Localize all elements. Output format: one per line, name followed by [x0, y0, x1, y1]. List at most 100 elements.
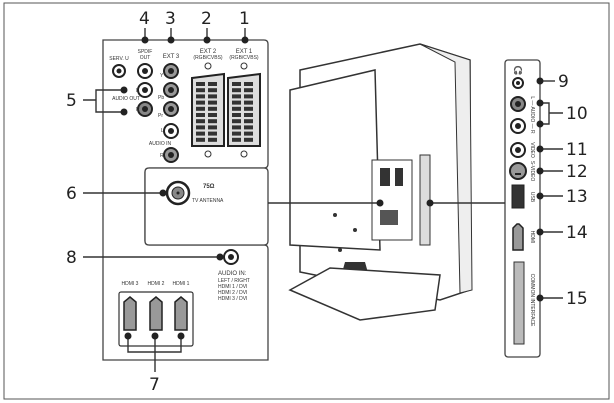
scart-pin [232, 82, 241, 86]
callout-10: 10 [566, 104, 588, 124]
audio-in-l-jack [163, 123, 179, 139]
common-interface-slot [513, 261, 525, 345]
scart-pin [244, 82, 253, 86]
antenna-ohm-label: 75Ω [203, 184, 215, 190]
hdmi3-label: HDMI 3 [122, 281, 139, 287]
scart-pin [244, 131, 253, 136]
ext2-sub-label: (RGB/CVBS) [193, 55, 223, 61]
scart-pin [244, 94, 253, 99]
side-hdmi-port [512, 223, 524, 251]
scart-pin [232, 88, 241, 93]
hdmi-group-box [118, 291, 194, 347]
callout-8: 8 [66, 248, 77, 268]
serv-u-label: SERV. U [109, 56, 129, 62]
scart-pin [208, 125, 217, 130]
side-hdmi-label: HDMI [529, 231, 535, 244]
callout-6: 6 [66, 184, 77, 204]
scart-pin [244, 125, 253, 130]
callout-5: 5 [66, 91, 77, 111]
side-video-jack [510, 142, 526, 158]
callout-3: 3 [165, 9, 176, 29]
scart-pin [208, 88, 217, 93]
audio-in-line: HDMI 2 / DVI [218, 290, 247, 296]
headphone-jack: 🎧 [512, 65, 524, 89]
audio-out-label: AUDIO OUT [112, 96, 140, 102]
antenna-jack [165, 180, 191, 206]
scart-pin [232, 106, 241, 111]
serv-u-jack [112, 64, 126, 78]
ext1-sub-label: (RGB/CVBS) [229, 55, 259, 61]
scart-pin [196, 131, 205, 136]
side-audio-l-jack [510, 118, 526, 134]
audio-in-line: LEFT / RIGHT [218, 278, 250, 284]
callouts: 1 2 3 4 5 6 7 8 9 10 11 12 13 14 15 [66, 9, 588, 395]
audio-in-label: AUDIO IN [149, 141, 172, 147]
hdmi2-label: HDMI 2 [148, 281, 165, 287]
scart-pin [232, 113, 241, 117]
scart-pin [196, 125, 205, 130]
ext1-screw [240, 62, 248, 70]
ext3-pb-jack [163, 82, 179, 98]
svideo-label: S-VIDEO [529, 161, 535, 182]
scart-pin [208, 106, 217, 111]
audio-in-title: AUDIO IN: [218, 271, 247, 277]
scart-pin [232, 100, 241, 105]
spdif-label-2: OUT [140, 55, 151, 61]
ext2-screw [204, 62, 212, 70]
ext2-label: EXT 2 [200, 49, 217, 55]
scart-pin [232, 137, 241, 142]
scart-pin [208, 82, 217, 86]
scart-pin [208, 131, 217, 136]
antenna-label: TV ANTENNA [192, 198, 224, 204]
antenna-section [144, 167, 269, 246]
spdif-out-jack [137, 63, 153, 79]
scart-pin [208, 137, 217, 142]
scart-pin [232, 131, 241, 136]
svideo-jack [509, 162, 527, 180]
audio-in-line: HDMI 3 / DVI [218, 296, 247, 302]
tv-rear-illustration [288, 43, 473, 321]
side-panel: 🎧 L — AUDIO — R VIDEO S-VIDEO USB HDMI C… [504, 59, 541, 358]
spdif-label-1: SPDIF [138, 49, 153, 55]
scart-pin [196, 94, 205, 99]
audio-in-r-label: R [160, 153, 164, 159]
ext1-label: EXT 1 [236, 49, 253, 55]
audio-in-r-jack [163, 147, 179, 163]
hdmi1-label: HDMI 1 [173, 281, 190, 287]
hdmi3-port [123, 296, 137, 331]
outer-frame [3, 2, 610, 400]
callout-2: 2 [201, 9, 212, 29]
callout-13: 13 [566, 187, 588, 207]
callout-9: 9 [558, 72, 569, 92]
headphone-icon: 🎧 [513, 65, 523, 75]
callout-7: 7 [149, 375, 160, 395]
ext3-pr-jack [163, 101, 179, 117]
scart-pin [208, 94, 217, 99]
scart-pin [232, 94, 241, 99]
audio-out-l-jack [137, 82, 153, 98]
ext3-label: EXT 3 [163, 54, 180, 60]
side-audio-label: L — AUDIO — R [529, 96, 535, 134]
ext3-y-jack [163, 63, 179, 79]
ext3-pr-label: Pr [158, 113, 163, 119]
scart-pin [196, 137, 205, 142]
callout-11: 11 [566, 140, 588, 160]
audio-in-hdmi-jack [223, 249, 239, 265]
scart-pin [196, 88, 205, 93]
side-video-label: VIDEO [529, 142, 535, 158]
scart-pin [244, 88, 253, 93]
callout-14: 14 [566, 223, 588, 243]
ext3-y-label: Y [160, 73, 164, 79]
scart-pin [208, 113, 217, 117]
audio-out-l-label: L [136, 88, 139, 94]
hdmi1-port [174, 296, 188, 331]
ext3-pb-label: Pb [158, 95, 164, 101]
callout-4: 4 [139, 9, 150, 29]
callout-1: 1 [239, 9, 250, 29]
scart-pin [208, 100, 217, 105]
scart-pin [244, 113, 253, 117]
scart-pin [232, 119, 241, 124]
side-audio-r-jack [510, 96, 526, 112]
hdmi2-port [149, 296, 163, 331]
